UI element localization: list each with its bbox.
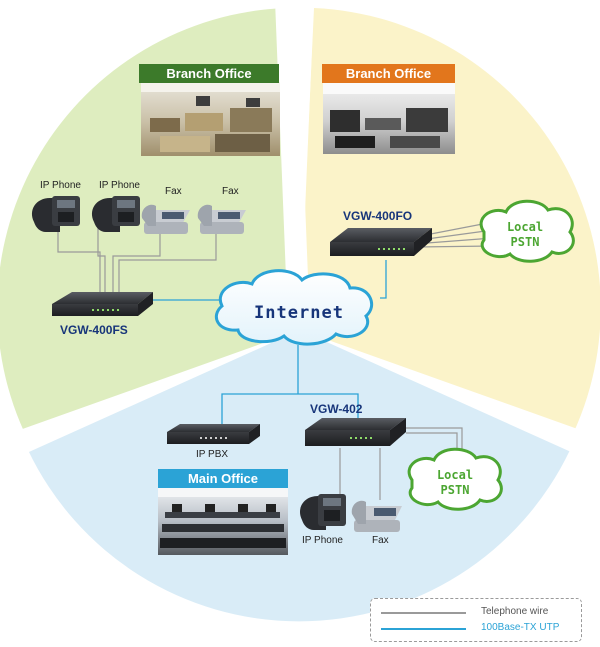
branch-office-left-photo [141, 82, 280, 156]
endpoint-label: Fax [372, 535, 389, 546]
vgw-400fo-device [330, 228, 432, 256]
pstn-main-line2: PSTN [441, 483, 470, 497]
pstn-right-line1: Local [507, 220, 543, 234]
ip-pbx-label: IP PBX [196, 449, 229, 460]
vgw-400fo-label: VGW-400FO [343, 209, 413, 223]
branch-office-left-title: Branch Office [139, 64, 279, 83]
fax-icon [141, 204, 190, 234]
branch-office-right-title: Branch Office [322, 64, 455, 83]
internet-cloud: Internet [215, 269, 373, 346]
legend-telephone-wire: Telephone wire [381, 606, 576, 620]
fax-icon [351, 500, 402, 532]
legend-telephone-swatch [381, 612, 466, 614]
legend: Telephone wire 100Base-TX UTP [370, 598, 582, 642]
ip-phone-icon [31, 196, 80, 232]
pstn-main-line1: Local [437, 468, 473, 482]
ip-pbx-device [167, 424, 260, 444]
legend-telephone-label: Telephone wire [481, 606, 549, 617]
endpoint-label: Fax [165, 186, 182, 197]
vgw-402-label: VGW-402 [310, 402, 363, 416]
vgw-400fs-label: VGW-400FS [60, 323, 128, 337]
main-office-title: Main Office [158, 469, 288, 488]
internet-label: Internet [254, 303, 344, 323]
legend-utp-label: 100Base-TX UTP [481, 622, 560, 633]
endpoint-label: IP Phone [99, 180, 140, 191]
pstn-cloud-main: Local PSTN [407, 447, 503, 511]
ip-phone-icon [299, 494, 346, 530]
utp-lines [153, 260, 387, 425]
endpoint-label: IP Phone [302, 535, 343, 546]
legend-utp-swatch [381, 628, 466, 630]
endpoint-label: Fax [222, 186, 239, 197]
legend-utp: 100Base-TX UTP [381, 622, 576, 636]
pstn-cloud-right: Local PSTN [479, 199, 575, 263]
pstn-right-line2: PSTN [511, 235, 540, 249]
vgw-402-device [305, 418, 406, 446]
vgw-400fs-device [52, 292, 153, 316]
ip-phone-icon [91, 196, 140, 232]
branch-office-right-photo [323, 82, 455, 154]
endpoint-label: IP Phone [40, 180, 81, 191]
fax-icon [197, 204, 246, 234]
main-office-photo [158, 487, 288, 555]
